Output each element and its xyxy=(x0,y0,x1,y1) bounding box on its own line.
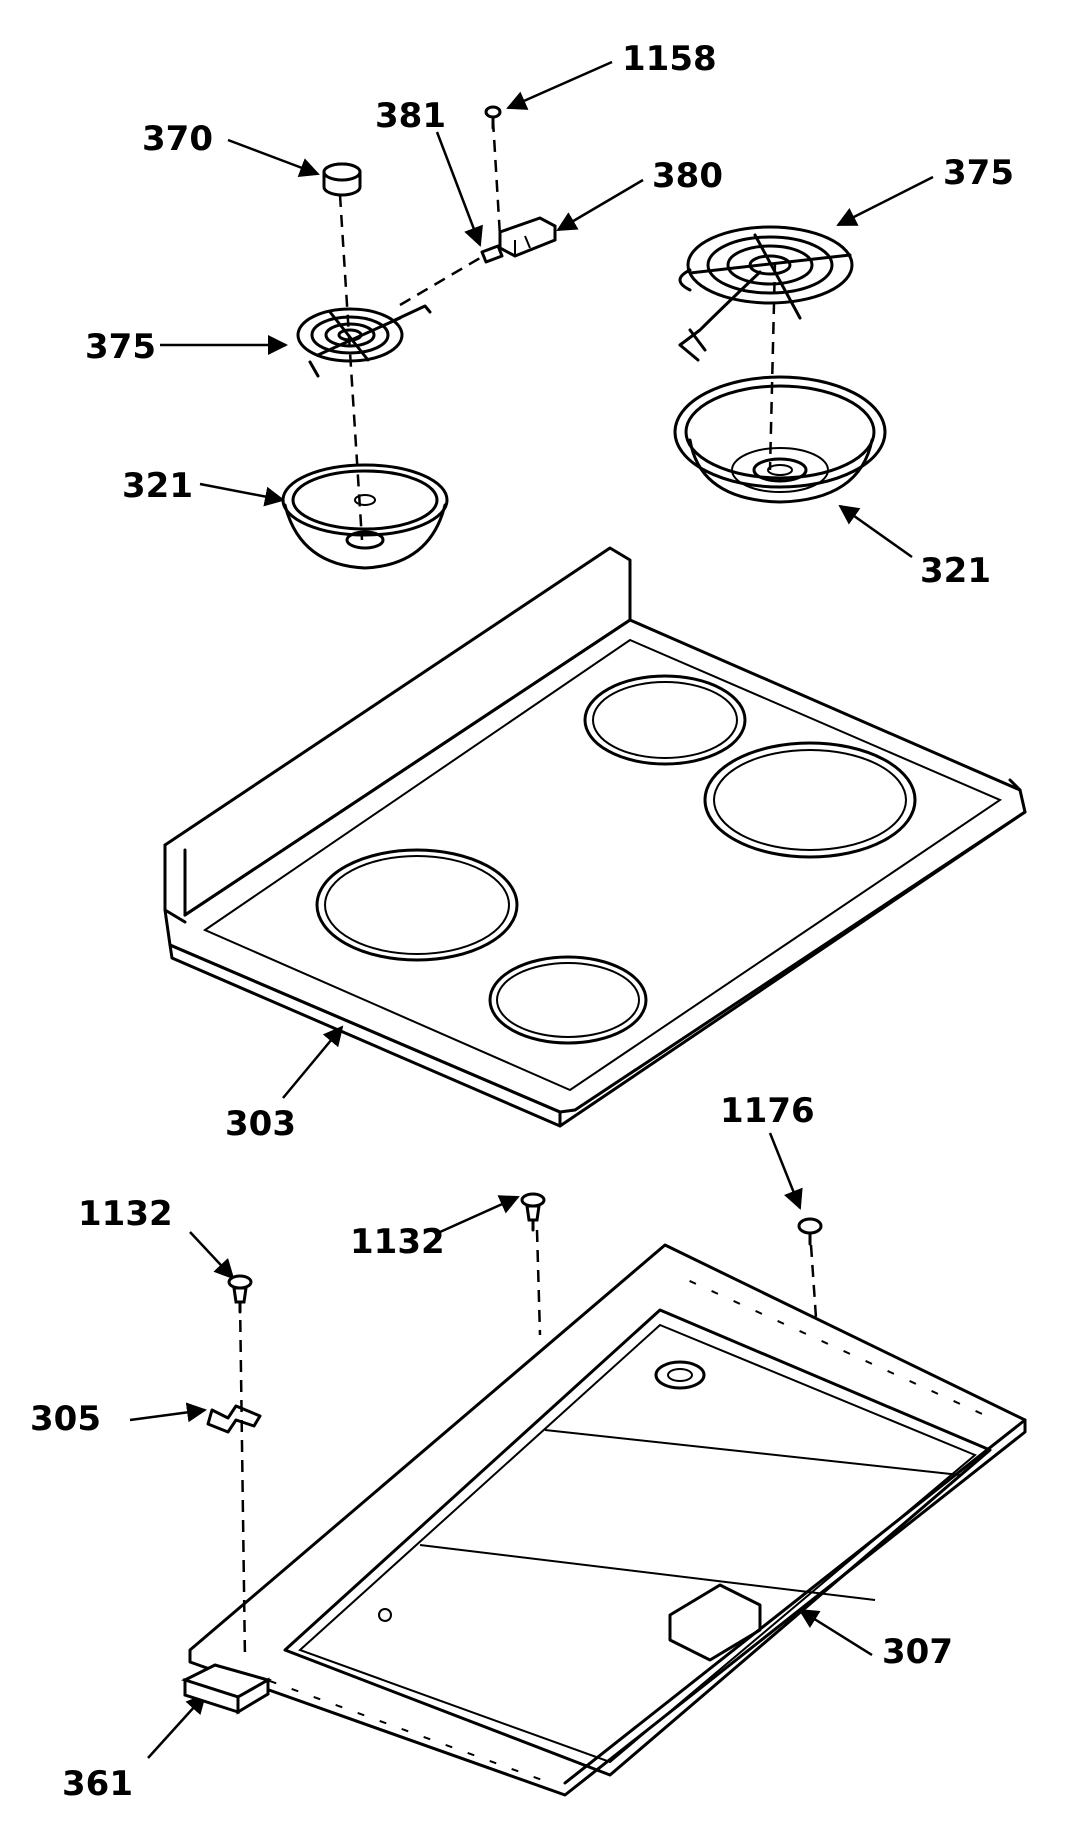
callout-375-small: 375 xyxy=(85,327,156,367)
callout-375-large: 375 xyxy=(943,153,1014,193)
callout-307: 307 xyxy=(882,1632,953,1672)
screw-1176 xyxy=(797,1217,823,1246)
assembly-centerlines xyxy=(238,119,818,1661)
callout-381: 381 xyxy=(375,96,446,136)
callout-303: 303 xyxy=(225,1104,296,1144)
bracket-305 xyxy=(206,1404,262,1434)
callout-1132-left: 1132 xyxy=(78,1194,173,1234)
callout-1158: 1158 xyxy=(622,39,717,79)
callout-361: 361 xyxy=(62,1764,133,1804)
callout-1132-mid: 1132 xyxy=(350,1222,445,1262)
cap-370 xyxy=(322,162,362,197)
screw-1132-left xyxy=(227,1274,253,1314)
drip-pan-321-small xyxy=(281,463,449,570)
callout-321-large: 321 xyxy=(920,551,991,591)
callout-370: 370 xyxy=(142,119,213,159)
screw-1158 xyxy=(484,105,502,130)
leader-arrows xyxy=(129,60,934,1759)
receptacle-380 xyxy=(498,216,557,258)
surface-element-375-large xyxy=(678,225,854,362)
drip-pan-321-large xyxy=(673,375,887,504)
surface-element-375-small xyxy=(296,304,432,378)
callout-1176: 1176 xyxy=(720,1091,815,1131)
callout-321-small: 321 xyxy=(122,466,193,506)
callout-305: 305 xyxy=(30,1399,101,1439)
panel-307 xyxy=(188,1243,1027,1797)
terminal-381 xyxy=(480,244,504,264)
cooktop-303 xyxy=(163,546,1027,1128)
vent-slots xyxy=(269,1280,983,1781)
callout-380: 380 xyxy=(652,156,723,196)
block-361 xyxy=(181,1663,272,1715)
screw-1132-mid xyxy=(520,1192,546,1232)
